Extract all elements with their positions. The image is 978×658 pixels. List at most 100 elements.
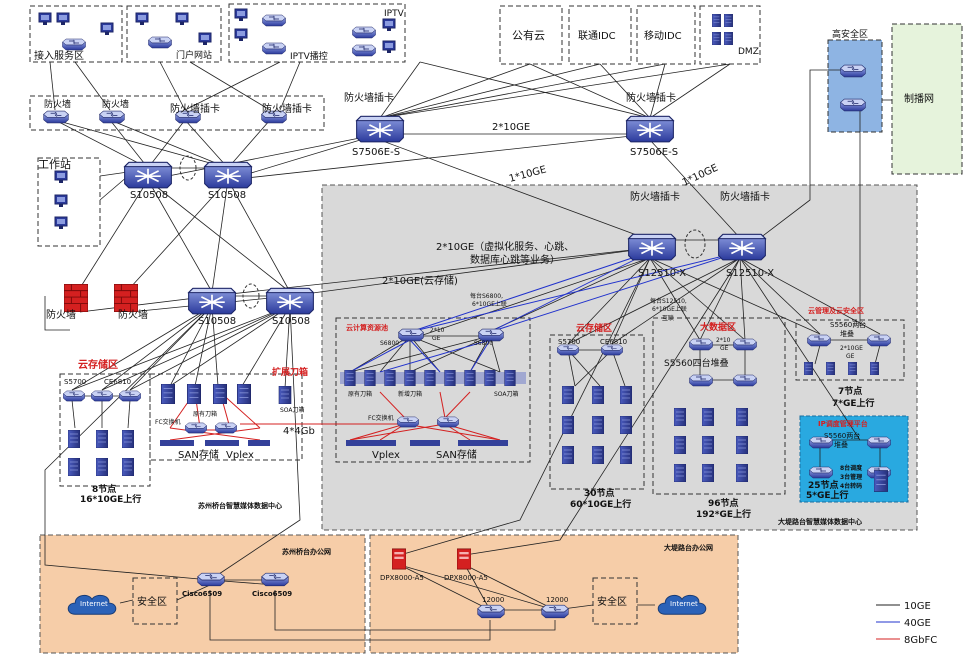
public-cloud-box bbox=[499, 5, 563, 65]
s6800-note: 6*10GE上联 bbox=[472, 300, 507, 308]
s6800-label: S6800 bbox=[380, 340, 399, 347]
left-san-storage bbox=[160, 440, 270, 446]
dispatch-note: 8台调度 bbox=[840, 464, 863, 472]
san-storage-label: SAN存储 bbox=[436, 448, 477, 461]
s10508-label: S10508 bbox=[198, 316, 236, 327]
stack-label: 堆叠 bbox=[840, 329, 854, 338]
ce6810-switch-icon bbox=[119, 390, 141, 402]
s5700-switch-icon bbox=[63, 390, 85, 402]
public-cloud-label: 公有云 bbox=[512, 28, 545, 42]
s12000-label: 12000 bbox=[482, 596, 504, 604]
firewall-label: 防火墙 bbox=[44, 98, 71, 110]
big-data-label: 大数据区 bbox=[700, 321, 736, 333]
fc-switch-label: FC交换机 bbox=[155, 418, 181, 426]
dpx8000-icon bbox=[457, 548, 471, 570]
s12510-label: S12510-X bbox=[638, 268, 686, 279]
legend-label-40ge: 40GE bbox=[904, 618, 931, 629]
s5560-stack-label: S5560四台堆叠 bbox=[664, 357, 729, 369]
s5560-link-label: 2*10 bbox=[716, 337, 731, 344]
cloud-storage-mid-label: 云存储区 bbox=[576, 322, 612, 334]
portal-zone-label: 门户网站 bbox=[176, 49, 212, 61]
blade-soa-label: SOA刀箱 bbox=[280, 406, 305, 414]
iptv-switch-icon bbox=[352, 26, 376, 39]
mobile-idc-label: 移动IDC bbox=[644, 29, 682, 42]
big-uplink-label: 192*GE上行 bbox=[696, 508, 751, 520]
high-security-region bbox=[827, 39, 883, 133]
dpx8000-icon bbox=[392, 548, 406, 570]
iptv-switch-icon bbox=[262, 14, 286, 27]
s12000-switch-icon bbox=[541, 604, 569, 619]
unicom-idc-box bbox=[568, 5, 632, 65]
dispatch-note: 3台管理 bbox=[840, 473, 862, 481]
links-8gbfc bbox=[169, 391, 501, 441]
dispatch-note: 4台转码 bbox=[840, 482, 862, 490]
s5700-switch-icon bbox=[557, 344, 579, 356]
cloud-compute-box bbox=[335, 317, 531, 463]
blade-new-label: 新增刀箱 bbox=[398, 390, 422, 398]
s5560-switch-icon bbox=[689, 374, 713, 387]
workstation-pc-icon bbox=[54, 194, 68, 208]
s12510-left-icon bbox=[627, 233, 677, 261]
firewall-label: 防火墙 bbox=[46, 308, 76, 321]
mobile-idc-box bbox=[636, 5, 696, 65]
link-virtualization-label-2: 数据库心跳等业务） bbox=[470, 253, 560, 266]
firewall-card-label: 防火墙插卡 bbox=[626, 91, 676, 104]
s10508-label: S10508 bbox=[272, 316, 310, 327]
dmz-box bbox=[699, 5, 761, 65]
s10508-label: S10508 bbox=[130, 190, 168, 201]
dmz-label: DMZ bbox=[738, 47, 759, 57]
mid-storage-servers bbox=[562, 386, 632, 464]
fc-switch-icon bbox=[437, 416, 459, 428]
iptv-zone-box bbox=[228, 3, 406, 63]
s10508-bottom-right-icon bbox=[265, 287, 315, 315]
mgmt-nodes-label: 7节点 bbox=[838, 385, 862, 397]
portal-zone-box bbox=[126, 5, 222, 63]
s5700-label: S5700 bbox=[558, 338, 580, 346]
firewall-card-label: 防火墙插卡 bbox=[630, 190, 680, 203]
s7506-right-icon bbox=[625, 115, 675, 143]
link-virtualization-label: 2*10GE（虚拟化服务、心跳、 bbox=[436, 240, 574, 253]
access-zone-box bbox=[29, 5, 123, 63]
office-dati-label: 大堤路台办公网 bbox=[664, 543, 713, 552]
left-san-box bbox=[149, 373, 303, 461]
dpx-label: DPX8000-A5 bbox=[380, 574, 424, 582]
security-zone-label: 安全区 bbox=[137, 595, 167, 608]
workstation-label: 工作站 bbox=[38, 157, 71, 171]
ip-uplink-label: 5*GE上行 bbox=[806, 489, 849, 501]
s12510-note: 互联 bbox=[662, 314, 674, 322]
irf-ring-top bbox=[179, 155, 197, 181]
mid-storage-box bbox=[549, 334, 645, 490]
iptv-switch-icon bbox=[262, 42, 286, 55]
s5560-mgmt-link-label: GE bbox=[846, 353, 855, 360]
access-pc-icon bbox=[38, 12, 52, 26]
firewall-card-label: 防火墙插卡 bbox=[262, 102, 312, 115]
iptv-pc-icon bbox=[382, 40, 396, 54]
fc-switch-icon bbox=[185, 422, 207, 434]
ce6810-switch-icon bbox=[601, 344, 623, 356]
cisco6509-switch-icon bbox=[197, 572, 225, 587]
s5560-mgmt-switch-icon bbox=[867, 334, 891, 347]
cloud-compute-label: 云计算资源池 bbox=[346, 323, 388, 332]
s6800-link-label: GE bbox=[432, 335, 441, 342]
s12510-right-icon bbox=[717, 233, 767, 261]
stack-label: 堆叠 bbox=[834, 440, 848, 449]
s6800-note: 每台S6800, bbox=[470, 292, 503, 300]
dati-office-region bbox=[369, 534, 739, 654]
access-pc-icon bbox=[100, 22, 114, 36]
broadcast-network-region bbox=[891, 23, 963, 175]
s5560-switch-icon bbox=[733, 338, 757, 351]
portal-pc-icon bbox=[135, 12, 149, 26]
firewall-card-icon bbox=[43, 110, 69, 124]
ip-dispatch-server-icon bbox=[874, 470, 888, 492]
links-40ge bbox=[349, 251, 741, 373]
ip-dispatch-switch-icon bbox=[809, 466, 833, 479]
firewall-brick-icon bbox=[114, 284, 138, 312]
portal-pc-icon bbox=[175, 12, 189, 26]
left-blade-chassis bbox=[160, 384, 292, 404]
irf-ring-s12510 bbox=[684, 229, 706, 259]
ce6810-switch-icon bbox=[91, 390, 113, 402]
iptv-pc-icon bbox=[234, 8, 248, 22]
dmz-server-icon bbox=[712, 14, 721, 27]
cloud-storage-left-label: 云存储区 bbox=[78, 358, 118, 371]
left-uplink-label: 16*10GE上行 bbox=[80, 493, 141, 505]
